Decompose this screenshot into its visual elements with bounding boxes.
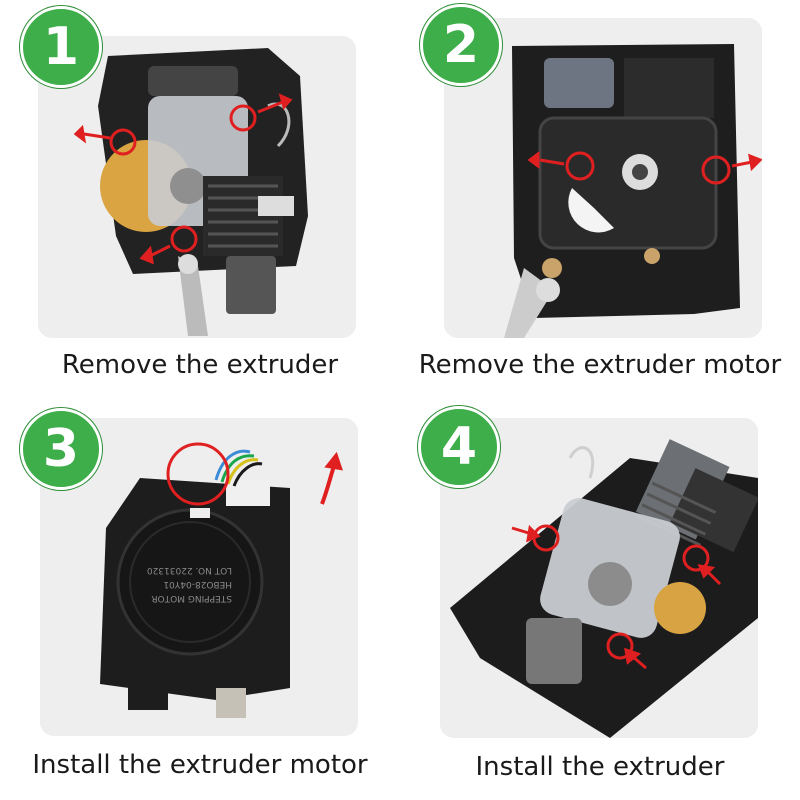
step-number-badge: 1: [20, 6, 102, 88]
motor-removal-photo: [444, 18, 762, 338]
extruder-photo: [38, 36, 356, 338]
svg-text:LOT NO. 22031320: LOT NO. 22031320: [147, 565, 232, 575]
step-4: 4 Install the extruder: [400, 400, 800, 800]
step-number-badge: 4: [418, 406, 500, 488]
step-3: STEPPING MOTOR HEBO28-04Y01 LOT NO. 2203…: [0, 400, 400, 800]
step-caption: Install the extruder: [475, 752, 725, 782]
extruder-install-photo: [440, 418, 758, 738]
svg-text:HEBO28-04Y01: HEBO28-04Y01: [163, 579, 232, 589]
step-caption: Remove the extruder motor: [418, 350, 782, 380]
step-number-badge: 3: [20, 408, 102, 490]
step-caption: Install the extruder motor: [32, 750, 368, 780]
step-1: 1 Remove the extruder: [0, 0, 400, 400]
svg-text:STEPPING MOTOR: STEPPING MOTOR: [151, 593, 232, 603]
step-number-badge: 2: [420, 4, 502, 86]
step-2: 2 Remove the extruder motor: [400, 0, 800, 400]
step-caption: Remove the extruder: [61, 350, 339, 380]
